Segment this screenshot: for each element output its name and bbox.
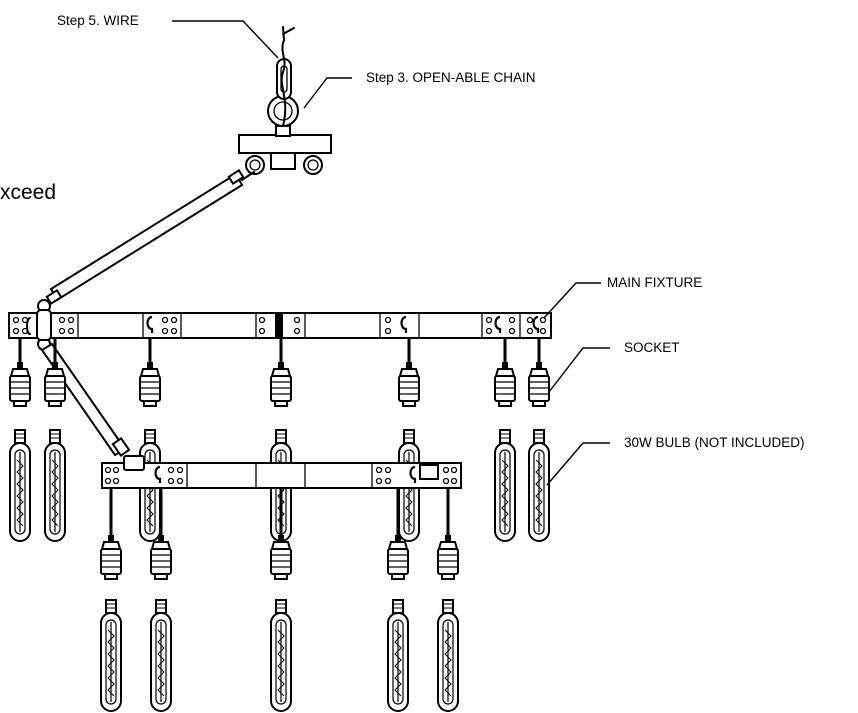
label-main-fixture: MAIN FIXTURE [607, 275, 703, 290]
label-socket: SOCKET [624, 340, 680, 355]
label-step3-chain: Step 3. OPEN-ABLE CHAIN [366, 70, 536, 85]
lower-bulbs [100, 599, 459, 712]
main-sockets [9, 336, 550, 407]
cropped-side-text: xceed [0, 181, 57, 204]
wire [280, 26, 295, 127]
label-step5-wire: Step 5. WIRE [57, 13, 139, 28]
upper-support-rod [45, 169, 255, 305]
label-bulb: 30W BULB (NOT INCLUDED) [624, 435, 805, 450]
callout-leaders [172, 20, 610, 486]
lower-sockets [100, 488, 459, 580]
ceiling-canopy [238, 125, 332, 175]
